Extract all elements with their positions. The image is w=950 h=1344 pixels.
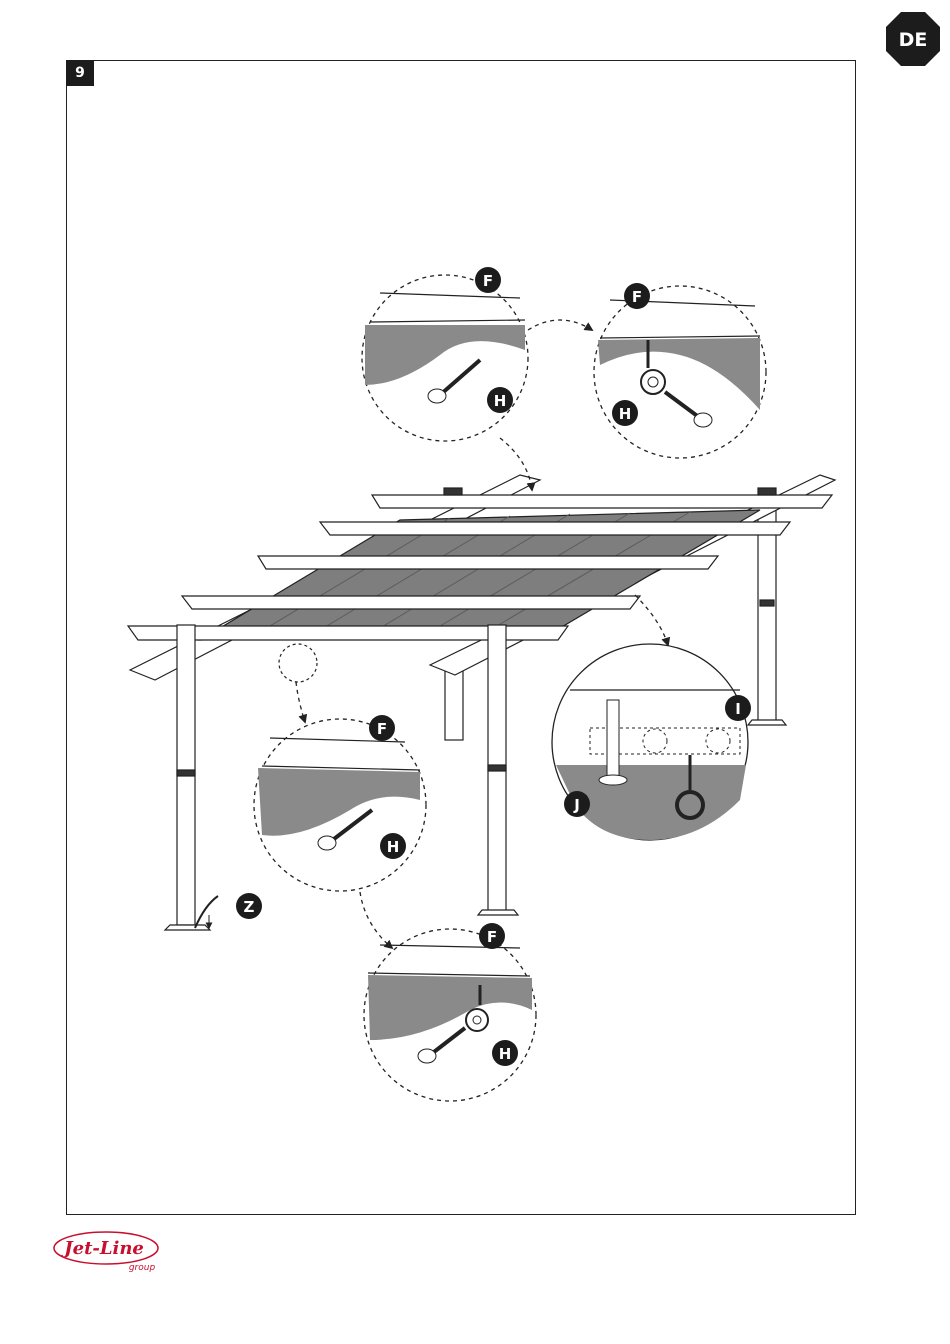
- label-h: H: [387, 838, 400, 856]
- logo-text: Jet-Line: [61, 1238, 144, 1259]
- logo-subtext: group: [129, 1263, 156, 1273]
- label-h: H: [499, 1045, 512, 1063]
- label-f: F: [487, 928, 497, 946]
- label-j: J: [573, 796, 580, 814]
- label-z: Z: [244, 898, 255, 916]
- label-h: H: [494, 392, 507, 410]
- detail-middle-left: F H: [254, 715, 426, 891]
- label-h: H: [619, 405, 632, 423]
- label-f: F: [377, 720, 387, 738]
- jet-line-logo: Jet-Line group: [52, 1228, 164, 1274]
- detail-right: I J: [552, 644, 751, 840]
- detail-bottom: F H: [364, 923, 536, 1101]
- detail-top-left: F H: [362, 267, 528, 441]
- label-f: F: [632, 288, 642, 306]
- detail-top-right: F H: [594, 283, 766, 458]
- label-i: I: [735, 700, 741, 718]
- label-f: F: [483, 272, 493, 290]
